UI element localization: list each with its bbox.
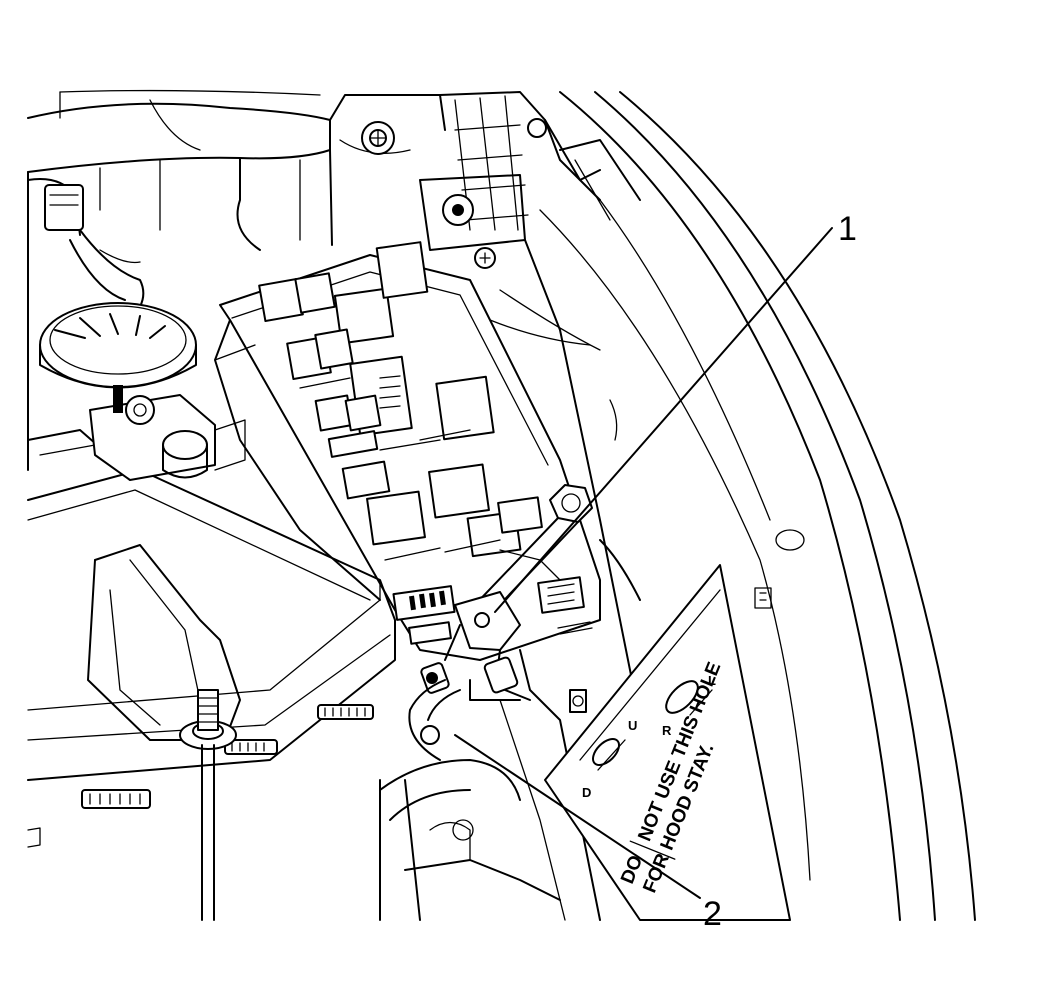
fuse-relay-block bbox=[214, 241, 601, 661]
wiring-harness-left bbox=[27, 178, 145, 321]
fender-panel bbox=[489, 91, 976, 921]
arrow-mark-d: D bbox=[582, 785, 591, 800]
callout-1: 1 bbox=[494, 210, 857, 613]
hood-label-plate: D U R L DO FOR NOT USE THIS HOLE HOOD ST… bbox=[544, 564, 791, 921]
ground-terminal bbox=[379, 591, 531, 821]
upper-body-panel bbox=[27, 89, 446, 471]
arrow-mark-u: U bbox=[628, 718, 637, 733]
battery-hold-down bbox=[87, 544, 241, 921]
vent-cap bbox=[39, 302, 197, 389]
arrow-mark-l: L bbox=[708, 673, 716, 688]
callout-2: 2 bbox=[454, 734, 722, 933]
bolt-top-center bbox=[361, 121, 395, 155]
arrow-mark-r: R bbox=[662, 723, 672, 738]
hood-hinge bbox=[419, 91, 641, 269]
callout-2-label: 2 bbox=[703, 895, 722, 933]
battery bbox=[27, 385, 396, 848]
callout-1-label: 1 bbox=[838, 210, 857, 248]
